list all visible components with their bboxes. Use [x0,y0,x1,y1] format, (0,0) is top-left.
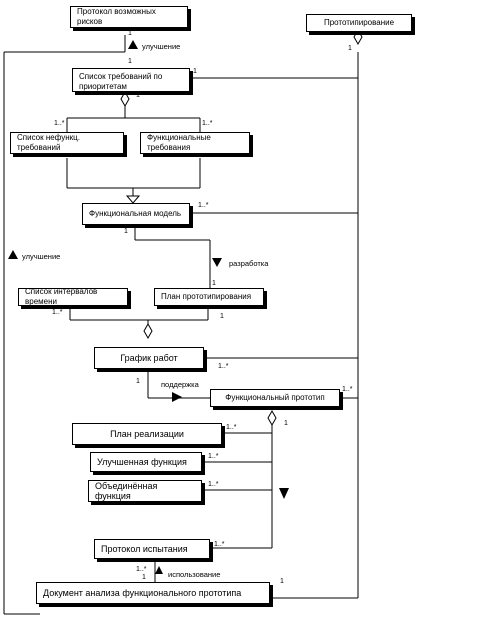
analysis-document-label: Документ анализа функционального прототи… [43,588,242,598]
impl-plan-box: План реализации [72,423,222,445]
func-model-label: Функциональная модель [89,209,182,218]
mult-doc-top: 1..* [136,566,147,573]
improvement-left-triangle-icon [8,250,18,259]
mult-intervals: 1..* [52,309,63,316]
mult-model-right: 1..* [198,202,209,209]
mult-req-top: 1 [128,58,132,65]
mult-doc-one: 1 [142,574,146,581]
mult-req-bottom: 1 [136,92,140,99]
mult-plan-bottom: 1 [220,313,224,320]
support-label: поддержка [161,380,199,389]
support-triangle-icon [172,392,182,402]
func-requirements-box: Функциональные требования [140,132,250,154]
nonfunc-requirements-label: Список нефункц. требований [17,133,80,152]
mult-req-right: 1 [193,68,197,75]
func-requirements-label: Функциональные требования [147,133,211,152]
time-intervals-label: Список интервалов времени [25,287,98,306]
mult-impl: 1..* [226,424,237,431]
schedule-label: График работ [120,353,178,363]
mult-model-bottom: 1 [124,228,128,235]
risk-protocol-label: Протокол возможных рисков [77,7,156,26]
func-model-box: Функциональная модель [82,203,190,225]
time-intervals-box: Список интервалов времени [18,287,128,306]
prototyping-box: Прототипирование [306,14,412,32]
merged-function-box: Объединённая функция [88,480,202,502]
mult-sched-right: 1..* [218,363,229,370]
requirements-list-box: Список требований по приоритетам [72,68,190,92]
mult-sched-bottom: 1 [136,378,140,385]
schedule-box: График работ [94,347,204,369]
mult-merged: 1..* [208,481,219,488]
mult-fp-right: 1..* [342,386,353,393]
requirements-list-label: Список требований по приоритетам [79,72,163,91]
mult-nonfunc: 1..* [54,120,65,127]
improved-function-box: Улучшенная функция [90,452,202,472]
test-protocol-box: Протокол испытания [94,539,210,559]
mult-doc-right: 1 [280,578,284,585]
merged-function-label: Объединённая функция [95,481,158,501]
mult-risk-one: 1 [128,30,132,37]
usage-triangle-icon [155,566,163,574]
development-triangle-icon [212,258,222,267]
nonfunc-requirements-box: Список нефункц. требований [10,132,124,154]
prototyping-plan-label: План прототипирования [161,292,252,301]
improvement-top-triangle-icon [128,40,138,49]
mult-test: 1..* [214,541,225,548]
risk-protocol-box: Протокол возможных рисков [70,6,188,28]
development-label: разработка [229,259,269,268]
improvement-left-label: улучшение [22,252,61,261]
mult-improved: 1..* [208,453,219,460]
func-prototype-label: Функциональный прототип [225,393,325,402]
test-protocol-label: Протокол испытания [101,544,188,554]
prototyping-plan-box: План прототипирования [154,288,264,306]
mult-proto-one: 1 [348,45,352,52]
prototyping-label: Прототипирование [323,18,395,27]
improved-function-label: Улучшенная функция [97,457,187,467]
usage-label: использование [168,570,221,579]
down-triangle-icon [279,488,289,499]
impl-plan-label: План реализации [110,429,184,439]
analysis-document-box: Документ анализа функционального прототи… [36,582,270,604]
mult-fp-bottom: 1 [284,420,288,427]
mult-func: 1..* [202,120,213,127]
func-prototype-box: Функциональный прототип [210,389,340,407]
improvement-top-label: улучшение [142,42,181,51]
mult-plan-one: 1 [212,280,216,287]
